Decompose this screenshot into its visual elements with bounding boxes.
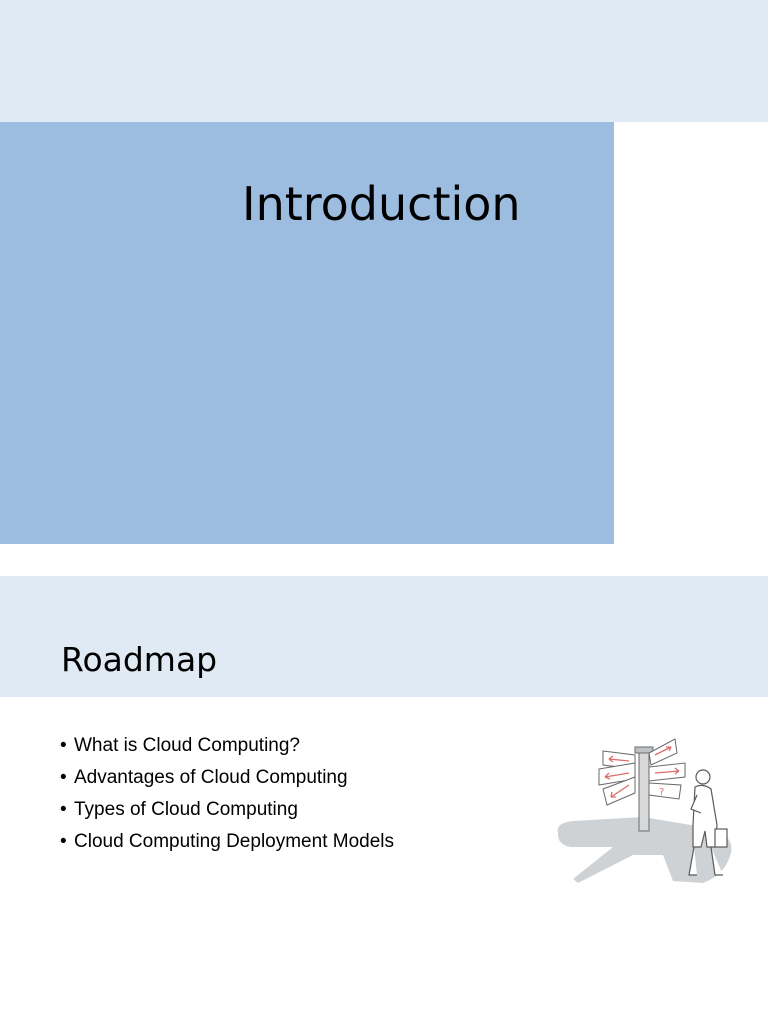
bullet-item: • What is Cloud Computing? — [60, 730, 394, 762]
bullet-item: • Types of Cloud Computing — [60, 794, 394, 826]
bullet-text: Cloud Computing Deployment Models — [74, 831, 394, 852]
bullet-dot-icon: • — [60, 831, 67, 852]
bullet-dot-icon: • — [60, 767, 67, 788]
slide1-top-band — [0, 0, 768, 122]
bullet-text: What is Cloud Computing? — [74, 735, 300, 756]
slide1-title: Introduction — [242, 177, 521, 231]
roadmap-bullet-list: • What is Cloud Computing? • Advantages of… — [60, 730, 394, 858]
bullet-text: Advantages of Cloud Computing — [74, 767, 348, 788]
bullet-item: • Cloud Computing Deployment Models — [60, 826, 394, 858]
slide2-title: Roadmap — [61, 640, 218, 679]
slide1-title-box — [0, 122, 614, 544]
bullet-text: Types of Cloud Computing — [74, 799, 298, 820]
signpost-person-icon: ? — [557, 738, 732, 883]
bullet-dot-icon: • — [60, 799, 67, 820]
svg-text:?: ? — [659, 787, 664, 798]
slide2-header-band — [0, 576, 768, 697]
bullet-dot-icon: • — [60, 735, 67, 756]
bullet-item: • Advantages of Cloud Computing — [60, 762, 394, 794]
